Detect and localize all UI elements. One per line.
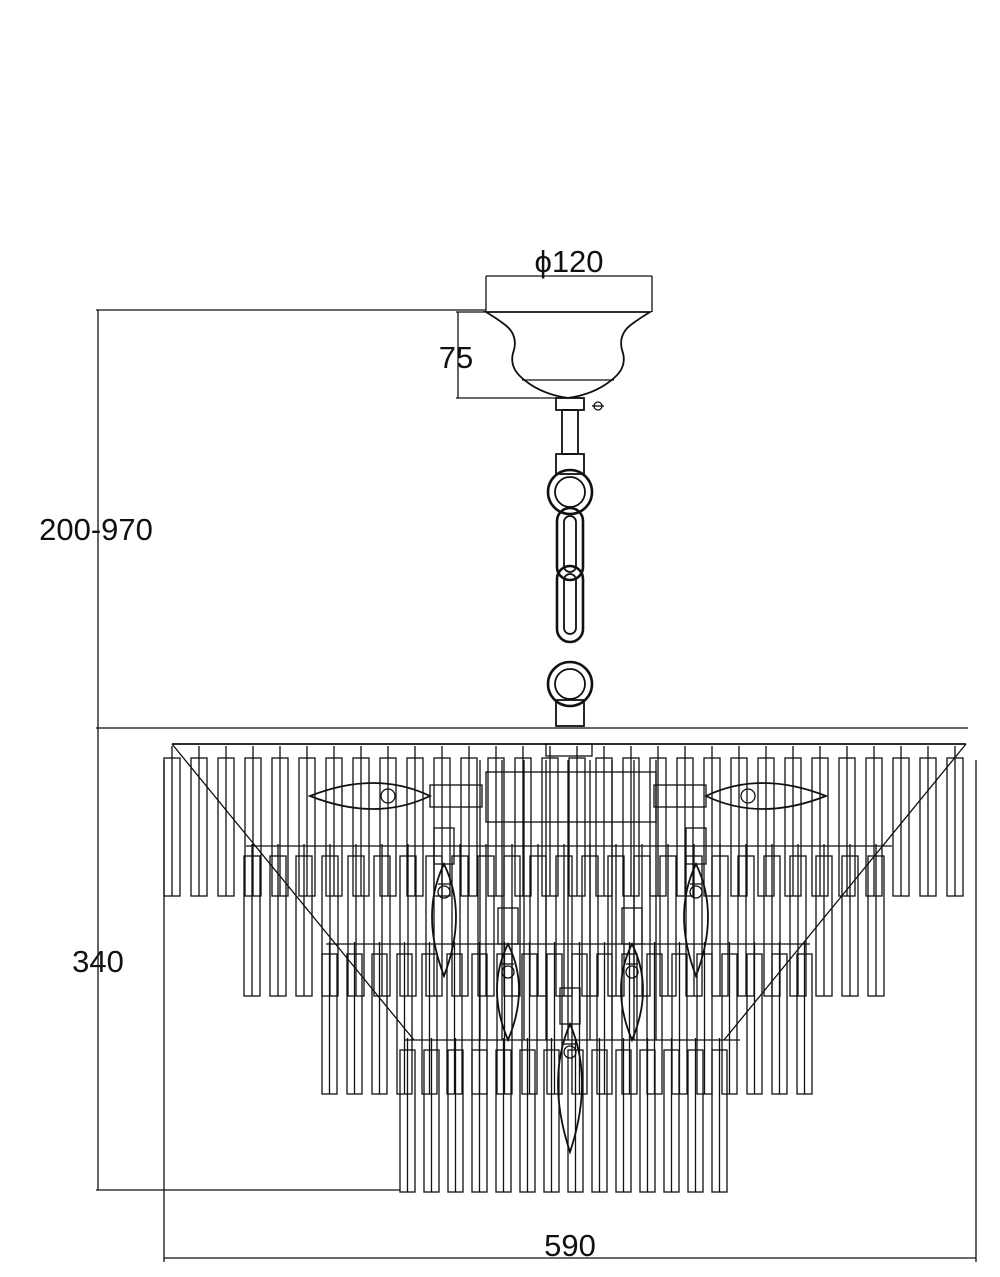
crystal-rod xyxy=(946,746,964,897)
crystal-rod xyxy=(421,942,438,1095)
crystal-rod xyxy=(639,1038,656,1193)
crystal-rod xyxy=(321,942,338,1095)
overall-height-dimension: 200-970 xyxy=(39,309,486,728)
crystal-rod xyxy=(737,844,755,997)
crystal-rod xyxy=(379,746,397,897)
crystal-rod xyxy=(730,746,748,897)
center-hub xyxy=(545,743,593,757)
crystal-rod xyxy=(615,1038,632,1193)
crystal-rod xyxy=(591,1038,608,1193)
ceiling-canopy xyxy=(482,311,654,399)
candle-bulb xyxy=(653,782,829,810)
crystal-rod xyxy=(711,844,729,997)
crystal-rod xyxy=(298,746,316,897)
candle-bulb xyxy=(431,827,457,979)
crystal-rod xyxy=(757,746,775,897)
crystal-rod xyxy=(244,746,262,897)
candle-bulb xyxy=(496,907,520,1043)
crystal-rod xyxy=(514,746,532,897)
crystal-rod xyxy=(371,942,388,1095)
canopy-height-label: 75 xyxy=(439,340,473,375)
crystal-rod xyxy=(811,746,829,897)
canopy-diameter-dimension: ϕ120 xyxy=(485,244,653,312)
crystal-rod xyxy=(789,844,807,997)
crystal-rod xyxy=(460,746,478,897)
crystal-rod xyxy=(892,746,910,897)
candle-bulb xyxy=(557,987,583,1155)
crystal-rod xyxy=(919,746,937,897)
body-height-label: 340 xyxy=(72,944,124,979)
crystal-rod xyxy=(541,746,559,897)
candle-bulb xyxy=(620,907,644,1043)
crystal-rod xyxy=(243,844,261,997)
crystal-rod xyxy=(425,844,443,997)
crystal-rod xyxy=(784,746,802,897)
crystal-rod xyxy=(687,1038,704,1193)
crystal-rod xyxy=(271,746,289,897)
candle-bulb xyxy=(683,827,709,979)
crystal-rod xyxy=(815,844,833,997)
crystal-rod xyxy=(471,1038,488,1193)
crystal-rod xyxy=(796,942,813,1095)
crystal-rod xyxy=(676,746,694,897)
crystal-rod xyxy=(867,844,885,997)
crystal-rod xyxy=(269,844,287,997)
crystal-rod xyxy=(519,1038,536,1193)
crystal-rod xyxy=(721,942,738,1095)
crystal-rod xyxy=(649,746,667,897)
crystal-rod xyxy=(841,844,859,997)
crystal-rod xyxy=(295,844,313,997)
crystal-rod xyxy=(352,746,370,897)
crystal-rod xyxy=(543,1038,560,1193)
crystal-rod xyxy=(406,746,424,897)
candle-bulbs xyxy=(307,782,829,1155)
crystal-rod xyxy=(771,942,788,1095)
crystal-rod xyxy=(865,746,883,897)
crystal-rod xyxy=(446,942,463,1095)
crystal-rod xyxy=(217,746,235,897)
crystal-rod xyxy=(607,844,625,997)
crystal-rod xyxy=(529,844,547,997)
suspension-chain xyxy=(546,397,604,727)
overall-height-label: 200-970 xyxy=(39,512,153,547)
crystal-rod xyxy=(659,844,677,997)
crystal-rod xyxy=(447,1038,464,1193)
crystal-rod xyxy=(477,844,495,997)
crystal-rod xyxy=(325,746,343,897)
crystal-rod xyxy=(521,942,538,1095)
crystal-rod xyxy=(838,746,856,897)
crystal-rod xyxy=(399,844,417,997)
crystal-rod xyxy=(396,942,413,1095)
crystal-rod xyxy=(190,746,208,897)
crystal-rod xyxy=(495,1038,512,1193)
crystal-rod xyxy=(451,844,469,997)
crystal-rod xyxy=(487,746,505,897)
crystal-rod xyxy=(346,942,363,1095)
crystal-rod xyxy=(423,1038,440,1193)
crystal-rod xyxy=(746,942,763,1095)
crystal-rod xyxy=(373,844,391,997)
crystal-rod xyxy=(555,844,573,997)
crystal-rod xyxy=(663,1038,680,1193)
body-width-label: 590 xyxy=(544,1228,596,1263)
candle-bulb xyxy=(307,782,483,810)
crystal-rod xyxy=(163,746,181,897)
crystal-rod xyxy=(347,844,365,997)
crystal-rod xyxy=(711,1038,728,1193)
crystal-rods xyxy=(163,746,964,1193)
crystal-rod xyxy=(622,746,640,897)
crystal-rod xyxy=(568,746,586,897)
body-width-dimension: 590 xyxy=(163,760,977,1263)
crystal-rod xyxy=(399,1038,416,1193)
canopy-diameter-label: ϕ120 xyxy=(534,244,603,279)
body-height-dimension: 340 xyxy=(72,727,968,1191)
canopy-height-dimension: 75 xyxy=(439,311,556,399)
